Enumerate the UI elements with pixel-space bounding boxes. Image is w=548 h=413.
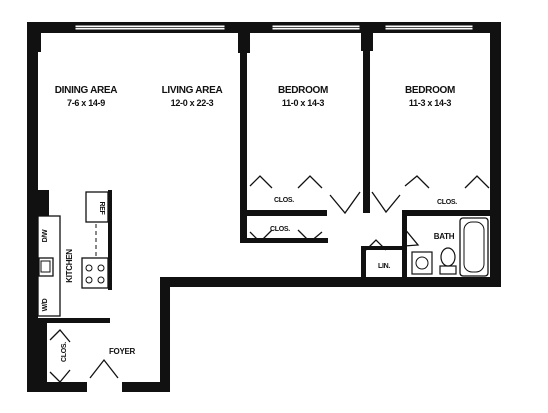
kitchen-label: KITCHEN (65, 249, 74, 283)
bedroom-1-dims: 11-0 x 14-3 (282, 98, 325, 108)
linen-closet-label: LIN. (378, 263, 390, 270)
dining-area-label: DINING AREA (55, 85, 118, 96)
kitchen-fixtures (37, 190, 112, 317)
interior-walls (38, 33, 492, 323)
living-area-label: LIVING AREA (162, 85, 223, 96)
room-doors (89, 191, 420, 379)
refrigerator-label: REF (98, 201, 105, 215)
bedroom-1-label: BEDROOM (278, 85, 328, 96)
bedroom-2-label: BEDROOM (405, 85, 455, 96)
windows (74, 24, 474, 31)
closet-doors (49, 175, 490, 383)
dishwasher-label: D/W (42, 229, 49, 242)
hall-closet-label: CLOS. (270, 226, 290, 233)
bath-label: BATH (434, 232, 455, 241)
foyer-closet-label: CLOS. (61, 342, 68, 362)
exterior-walls (27, 22, 501, 392)
bedroom-2-closet-label: CLOS. (437, 199, 457, 206)
foyer-label: FOYER (109, 347, 136, 356)
bedroom-2-dims: 11-3 x 14-3 (409, 98, 452, 108)
washer-dryer-label: W/D (42, 298, 49, 311)
bath-fixtures (411, 217, 489, 277)
living-area-dims: 12-0 x 22-3 (171, 98, 214, 108)
bedroom-1-closet-label: CLOS. (274, 197, 294, 204)
dining-area-dims: 7-6 x 14-9 (67, 98, 105, 108)
